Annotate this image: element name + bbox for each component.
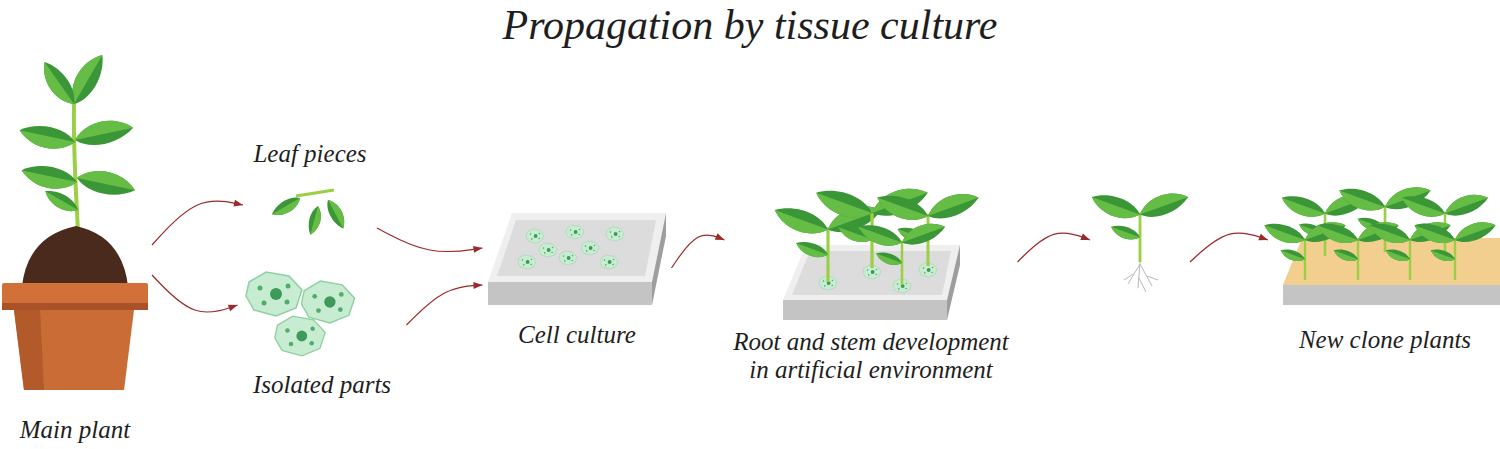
cell: [301, 281, 354, 323]
sprout: [1366, 217, 1453, 280]
arrow-head: [715, 233, 725, 240]
plant-stem: [74, 100, 78, 232]
tray-front: [1283, 285, 1500, 305]
caption-holder: Main plant: [0, 416, 150, 445]
leaf: [72, 116, 135, 150]
diagram-title: Propagation by tissue culture: [0, 2, 1500, 48]
arrow-head: [233, 200, 243, 207]
sprout: [812, 181, 931, 268]
caption-holder: Root and stem development in artificial …: [727, 328, 1016, 386]
culture-tray: [488, 213, 666, 305]
leaf: [17, 121, 77, 154]
arrow-line: [377, 228, 483, 252]
sprout: [856, 218, 948, 285]
arrow-head: [473, 246, 482, 253]
arrow-head: [1258, 234, 1268, 241]
tray-front: [488, 282, 652, 305]
sprout: [1088, 187, 1191, 262]
caption-holder: Leaf pieces: [245, 140, 375, 169]
stage-label: Cell culture: [518, 321, 636, 350]
pot-rim-shade: [2, 303, 148, 310]
isolated-cells: [246, 272, 355, 356]
process-arrow: [672, 233, 725, 268]
leaf: [41, 186, 81, 217]
arrow-line: [407, 285, 483, 325]
process-arrow: [152, 275, 238, 312]
cell: [559, 251, 577, 265]
sprout: [1399, 189, 1491, 256]
stage-label: Leaf pieces: [253, 140, 366, 169]
clone-tray: [1261, 181, 1500, 305]
leaf: [306, 205, 324, 237]
stage-node: Cell culture: [485, 205, 670, 350]
leaf: [19, 161, 79, 194]
stage-node: Leaf pieces: [245, 140, 375, 240]
cell: [581, 241, 599, 255]
stem-piece: [296, 190, 334, 196]
sprout: [1411, 217, 1498, 280]
rooted-plantlet: [1088, 187, 1191, 292]
stage-node: Main plant: [0, 85, 150, 445]
pot-shade: [14, 310, 44, 390]
potted-plant: [2, 49, 148, 390]
tray-top: [488, 213, 666, 282]
process-arrow: [377, 228, 483, 253]
arrow-line: [152, 201, 243, 245]
stage-label: New clone plants: [1299, 326, 1471, 355]
cell: [275, 316, 325, 356]
cell: [539, 243, 557, 257]
leaf-pieces: [269, 190, 349, 236]
development-tray: [771, 181, 982, 320]
leaf: [269, 193, 303, 220]
stage-node: New clone plants: [1270, 168, 1500, 355]
arrow-line: [672, 235, 725, 268]
stage-label: Isolated parts: [253, 371, 391, 400]
stage-label: Main plant: [20, 416, 130, 445]
tray-side: [947, 245, 960, 320]
pot-body: [14, 310, 134, 390]
leaf: [36, 57, 81, 110]
cell: [600, 255, 618, 269]
tray-soil: [1283, 238, 1500, 285]
cell: [566, 225, 584, 239]
cell: [606, 227, 624, 241]
arrow-head: [228, 305, 238, 312]
roots: [1124, 262, 1158, 292]
cell: [518, 255, 536, 269]
tray-front: [783, 300, 947, 320]
arrow-line: [152, 275, 238, 312]
process-arrow: [1018, 233, 1269, 262]
stage-node: Root and stem development in artificial …: [727, 183, 1016, 385]
arrow-head: [1080, 233, 1090, 240]
tray-medium: [497, 220, 656, 276]
stage-label: Root and stem development in artificial …: [732, 328, 1011, 386]
caption-holder: Isolated parts: [240, 371, 405, 400]
caption-holder: Cell culture: [485, 321, 670, 350]
arrow-line: [1018, 233, 1269, 262]
caption-holder: New clone plants: [1270, 326, 1500, 355]
process-arrow: [407, 282, 483, 325]
soil: [22, 226, 128, 286]
cell: [246, 272, 302, 316]
pot-rim: [2, 283, 148, 310]
tray-side: [652, 213, 666, 305]
process-arrow: [152, 200, 243, 245]
arrow-head: [473, 282, 482, 289]
leaf: [323, 197, 349, 231]
stage-node: Isolated parts: [240, 268, 405, 400]
leaf: [75, 166, 138, 200]
cell: [526, 229, 544, 243]
